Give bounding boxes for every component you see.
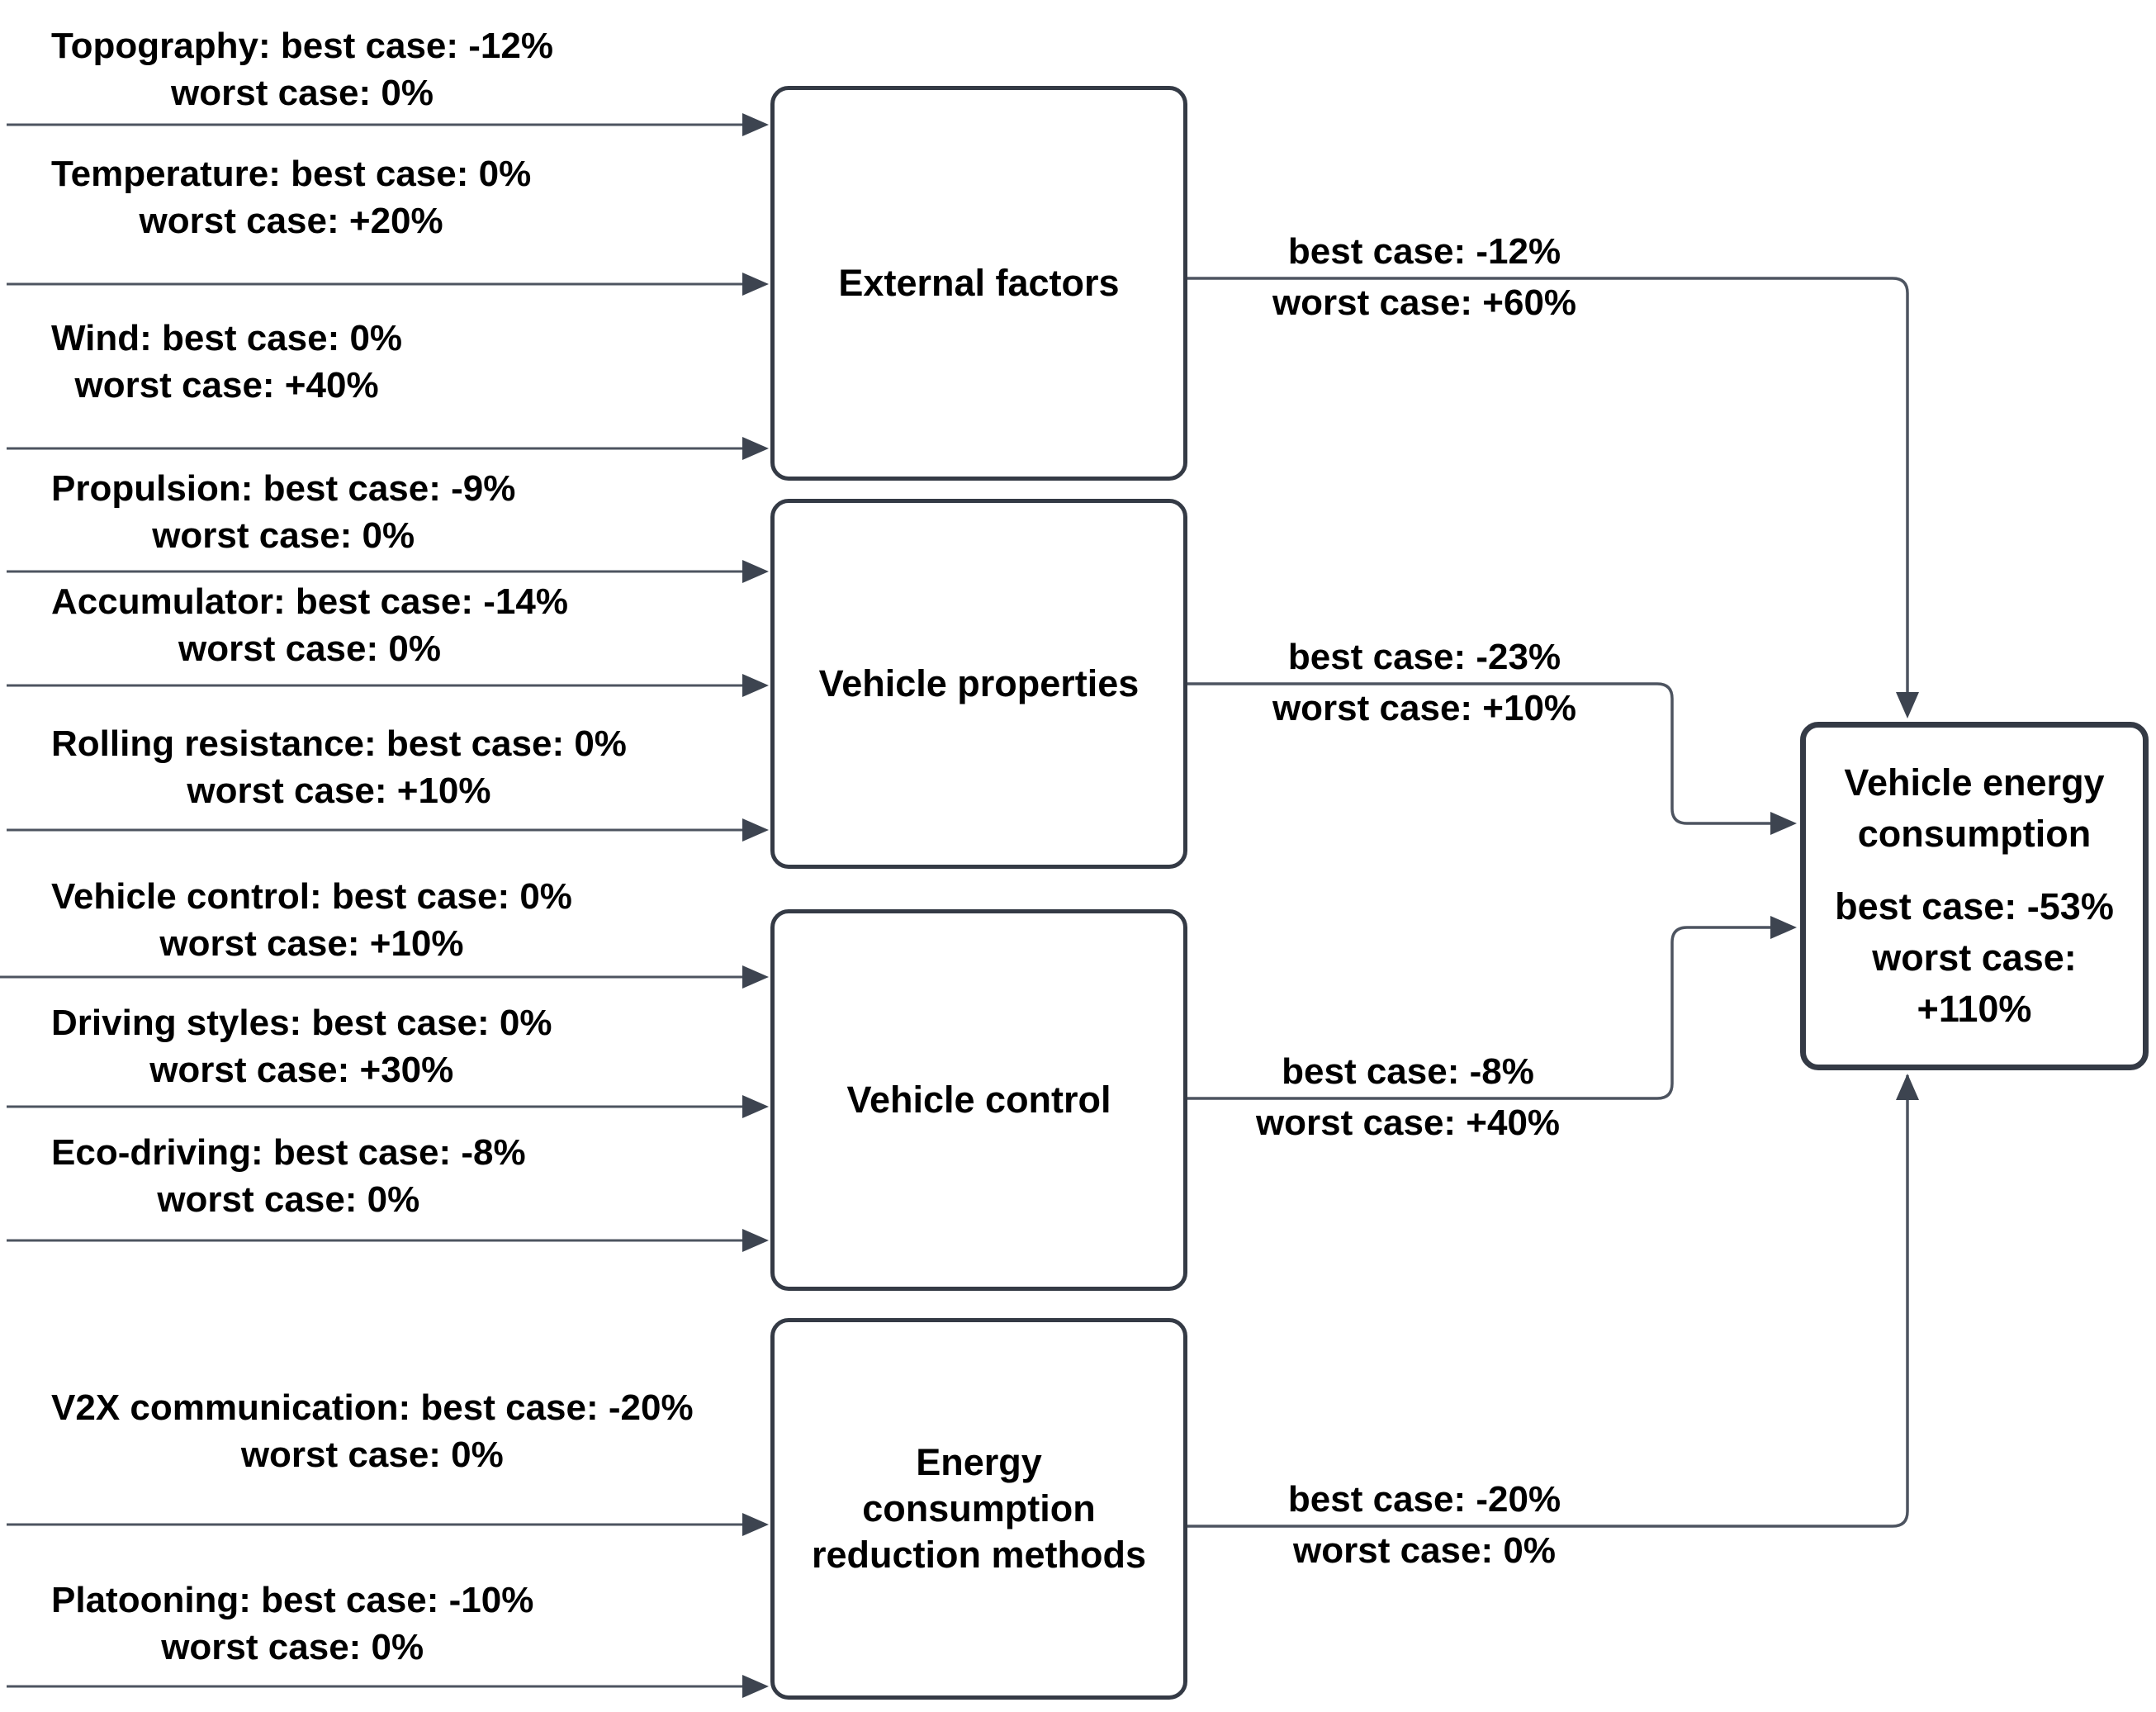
input-arrow-propulsion — [7, 560, 769, 583]
input-line1: V2X communication: best case: -20% — [51, 1387, 694, 1428]
input-label-topography: Topography: best case: -12% worst case: … — [51, 22, 553, 116]
box-external-factors: External factors — [770, 86, 1187, 481]
edge-best-case: best case: -8% — [1282, 1051, 1534, 1092]
input-arrow-driving-styles — [7, 1095, 769, 1118]
edge-worst-case: worst case: +10% — [1272, 688, 1577, 728]
input-label-accumulator: Accumulator: best case: -14% worst case:… — [51, 578, 568, 672]
input-label-propulsion: Propulsion: best case: -9% worst case: 0… — [51, 465, 515, 559]
input-line1: Accumulator: best case: -14% — [51, 581, 568, 622]
input-line1: Eco-driving: best case: -8% — [51, 1132, 526, 1173]
input-arrow-platooning — [7, 1675, 769, 1698]
edge-external-factors — [1187, 277, 1919, 718]
input-line1: Driving styles: best case: 0% — [51, 1003, 552, 1043]
input-line2: worst case: 0% — [161, 1627, 424, 1667]
input-line2: worst case: 0% — [157, 1179, 420, 1220]
edge-reduction-arrowhead — [1896, 1074, 1919, 1100]
input-arrow-eco-driving — [7, 1229, 769, 1252]
edge-worst-case: worst case: +60% — [1272, 282, 1577, 323]
input-line2: worst case: +30% — [149, 1050, 454, 1090]
input-line1: Topography: best case: -12% — [51, 26, 553, 66]
edge-best-case: best case: -20% — [1287, 1479, 1561, 1520]
input-label-wind: Wind: best case: 0% worst case: +40% — [51, 315, 402, 409]
box-reduction-methods: Energy consumption reduction methods — [770, 1318, 1187, 1700]
output-worst-case-value: +110% — [1917, 988, 2032, 1030]
input-line2: worst case: 0% — [152, 515, 415, 556]
input-line2: worst case: 0% — [178, 628, 441, 669]
box-title: Vehicle properties — [818, 662, 1140, 704]
input-line2: worst case: +20% — [139, 201, 443, 241]
input-label-driving-styles: Driving styles: best case: 0% worst case… — [51, 999, 552, 1093]
input-label-platooning: Platooning: best case: -10% worst case: … — [51, 1577, 533, 1671]
input-arrow-wind — [7, 437, 769, 460]
input-line2: worst case: 0% — [171, 73, 434, 113]
box-title: Energy consumption reduction methods — [811, 1441, 1147, 1576]
box-title: External factors — [838, 262, 1120, 304]
edge-external-arrowhead — [1896, 692, 1919, 718]
input-line2: worst case: +10% — [159, 923, 464, 964]
input-line2: worst case: 0% — [240, 1435, 504, 1475]
edge-best-case: best case: -23% — [1287, 637, 1561, 677]
edge-worst-case: worst case: 0% — [1293, 1530, 1556, 1571]
edge-label-vehicle-properties: best case: -23% worst case: +10% — [1193, 632, 1656, 734]
input-line1: Wind: best case: 0% — [51, 318, 403, 358]
input-arrow-rolling-resistance — [7, 818, 769, 842]
edge-reduction-methods — [1187, 1074, 1919, 1528]
input-line1: Temperature: best case: 0% — [51, 154, 532, 194]
input-arrow-v2x — [7, 1513, 769, 1536]
box-vehicle-properties: Vehicle properties — [770, 499, 1187, 869]
edge-label-reduction-methods: best case: -20% worst case: 0% — [1193, 1474, 1656, 1577]
input-line2: worst case: +40% — [74, 365, 379, 405]
edge-vehicle-control — [1187, 916, 1797, 1100]
input-line1: Propulsion: best case: -9% — [51, 468, 516, 509]
edge-label-vehicle-control: best case: -8% worst case: +40% — [1177, 1046, 1639, 1149]
input-arrow-vehicle-control — [0, 965, 769, 989]
input-label-v2x-communication: V2X communication: best case: -20% worst… — [51, 1384, 694, 1478]
input-label-rolling-resistance: Rolling resistance: best case: 0% worst … — [51, 720, 627, 814]
input-label-temperature: Temperature: best case: 0% worst case: +… — [51, 150, 531, 244]
output-title: Vehicle energy consumption — [1844, 761, 2105, 855]
input-line1: Platooning: best case: -10% — [51, 1580, 534, 1620]
input-label-vehicle-control: Vehicle control: best case: 0% worst cas… — [51, 873, 572, 967]
output-worst-case-label: worst case: — [1872, 937, 2077, 979]
edge-properties-arrowhead — [1770, 812, 1797, 835]
edge-vehicle-properties — [1187, 682, 1797, 835]
input-line2: worst case: +10% — [187, 771, 491, 811]
input-line1: Rolling resistance: best case: 0% — [51, 723, 627, 764]
edge-control-arrowhead — [1770, 916, 1797, 939]
input-arrow-topography — [7, 113, 769, 136]
input-line1: Vehicle control: best case: 0% — [51, 876, 572, 917]
output-best-case: best case: -53% — [1835, 885, 2114, 927]
box-vehicle-control: Vehicle control — [770, 909, 1187, 1291]
input-arrow-temperature — [7, 273, 769, 296]
edge-worst-case: worst case: +40% — [1255, 1103, 1561, 1143]
edge-label-external-factors: best case: -12% worst case: +60% — [1193, 226, 1656, 329]
box-vehicle-energy-consumption: Vehicle energy consumption best case: -5… — [1800, 722, 2149, 1070]
input-arrow-accumulator — [7, 674, 769, 697]
edge-best-case: best case: -12% — [1287, 231, 1561, 272]
input-label-eco-driving: Eco-driving: best case: -8% worst case: … — [51, 1129, 526, 1223]
box-title: Vehicle control — [846, 1079, 1111, 1121]
